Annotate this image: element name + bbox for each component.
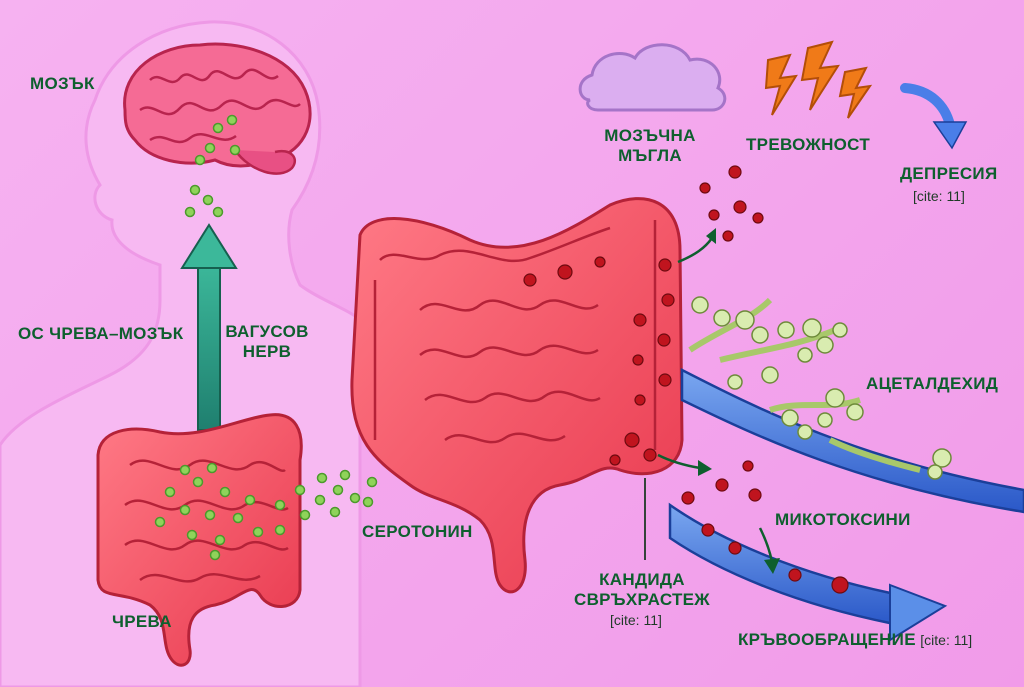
- label-circulation: КРЪВООБРАЩЕНИЕ: [738, 630, 916, 649]
- vessel-toxins: [681, 460, 849, 594]
- label-candida-line2: СВРЪХРАСТЕЖ: [574, 590, 710, 609]
- lightning-icon: [764, 40, 873, 119]
- intestine-icon: [96, 413, 303, 667]
- large-intestine-icon: [350, 197, 684, 594]
- label-brain-fog-line1: МОЗЪЧНА: [604, 126, 696, 145]
- label-depression: ДЕПРЕСИЯ: [900, 164, 998, 183]
- label-gut: ЧРЕВА: [112, 612, 172, 631]
- cite-depression: [cite: 11]: [913, 188, 965, 204]
- label-circulation-row: КРЪВООБРАЩЕНИЕ [cite: 11]: [738, 630, 972, 650]
- label-vagus-line1: ВАГУСОВ: [225, 322, 309, 341]
- label-brain-fog: МОЗЪЧНА МЪГЛА: [595, 126, 705, 166]
- cite-circulation: [cite: 11]: [920, 632, 973, 648]
- vagus-arrow: [180, 223, 238, 431]
- label-vagus-nerve: ВАГУСОВ НЕРВ: [222, 322, 312, 362]
- label-vagus-line2: НЕРВ: [242, 342, 292, 361]
- cloud-icon: [578, 43, 727, 112]
- label-acetaldehyde: АЦЕТАЛДЕХИД: [866, 374, 999, 393]
- exiting-toxins-top: [699, 165, 764, 242]
- label-gut-brain-axis: ОС ЧРЕВА–МОЗЪК: [18, 324, 184, 343]
- brain-icon: [123, 42, 312, 175]
- label-anxiety: ТРЕВОЖНОСТ: [746, 135, 871, 154]
- label-brain-fog-line2: МЪГЛА: [618, 146, 682, 165]
- label-serotonin: СЕРОТОНИН: [362, 522, 473, 541]
- toxin-blobs: [523, 256, 675, 466]
- label-candida: КАНДИДА СВРЪХРАСТЕЖ: [572, 570, 712, 610]
- curved-arrow-icon: [900, 83, 968, 150]
- cite-candida: [cite: 11]: [610, 612, 662, 628]
- label-candida-line1: КАНДИДА: [599, 570, 685, 589]
- brain-serotonin-dots: [184, 114, 241, 218]
- gut-serotonin-dots: [154, 462, 378, 561]
- label-brain: МОЗЪК: [30, 74, 95, 93]
- label-mycotoxins: МИКОТОКСИНИ: [775, 510, 911, 529]
- yeast-icon: [688, 296, 952, 480]
